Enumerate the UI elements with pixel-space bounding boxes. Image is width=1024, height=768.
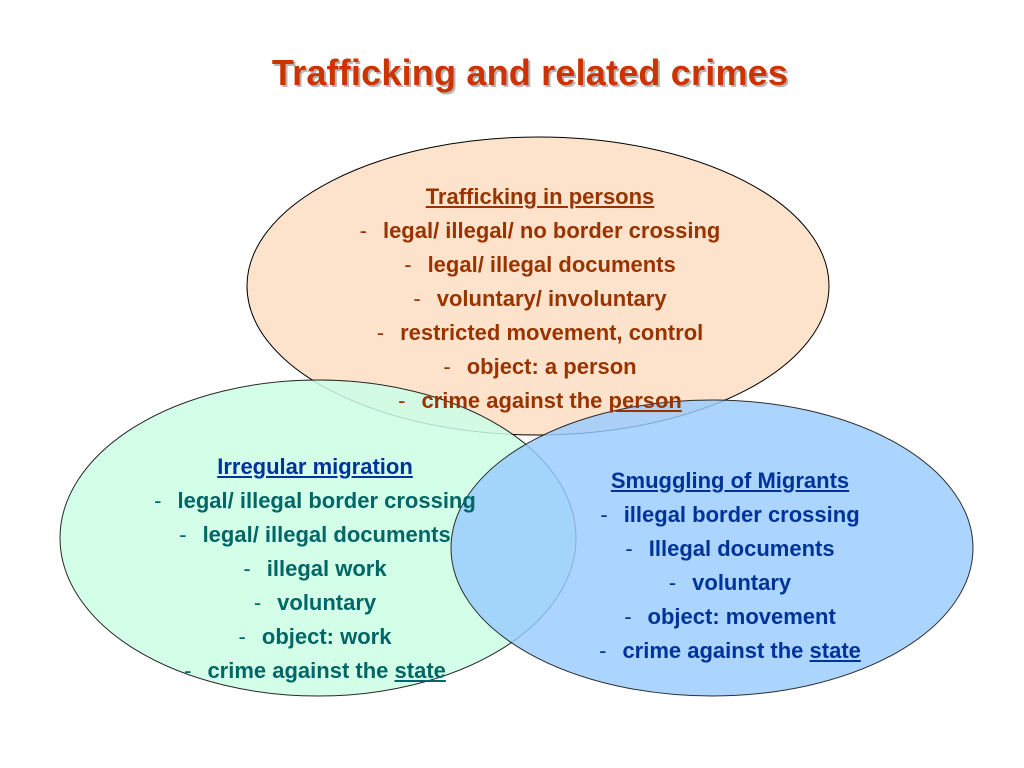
emphasis-state: state <box>394 658 446 683</box>
irregular-heading: Irregular migration <box>217 454 413 479</box>
list-item: -restricted movement, control <box>376 320 704 345</box>
slide-title: Trafficking and related crimes <box>271 52 789 93</box>
list-item: -crime against the person <box>398 388 682 413</box>
trafficking-block: Trafficking in persons -legal/ illegal/ … <box>290 180 790 418</box>
list-item: -Illegal documents <box>625 536 835 561</box>
emphasis-person: person <box>608 388 682 413</box>
trafficking-circle <box>246 136 830 436</box>
smuggling-circle <box>450 399 974 697</box>
list-item: -legal/ illegal/ no border crossing <box>359 218 721 243</box>
list-item: -object: movement <box>624 604 836 629</box>
list-item: -object: a person <box>443 354 637 379</box>
irregular-block: Irregular migration -legal/ illegal bord… <box>80 450 550 688</box>
list-item: -crime against the state <box>599 638 861 663</box>
list-item: -legal/ illegal border crossing <box>154 488 476 513</box>
list-item: -illegal work <box>243 556 387 581</box>
trafficking-heading: Trafficking in persons <box>425 184 655 209</box>
list-item: -illegal border crossing <box>600 502 860 527</box>
list-item: -object: work <box>238 624 392 649</box>
list-item: -legal/ illegal documents <box>179 522 451 547</box>
list-item: -crime against the state <box>184 658 446 683</box>
list-item: -legal/ illegal documents <box>404 252 676 277</box>
list-item: -voluntary/ involuntary <box>413 286 667 311</box>
list-item: -voluntary <box>668 570 792 595</box>
list-item: -voluntary <box>253 590 377 615</box>
smuggling-heading: Smuggling of Migrants <box>610 468 850 493</box>
smuggling-block: Smuggling of Migrants -illegal border cr… <box>525 464 935 668</box>
emphasis-state: state <box>809 638 861 663</box>
